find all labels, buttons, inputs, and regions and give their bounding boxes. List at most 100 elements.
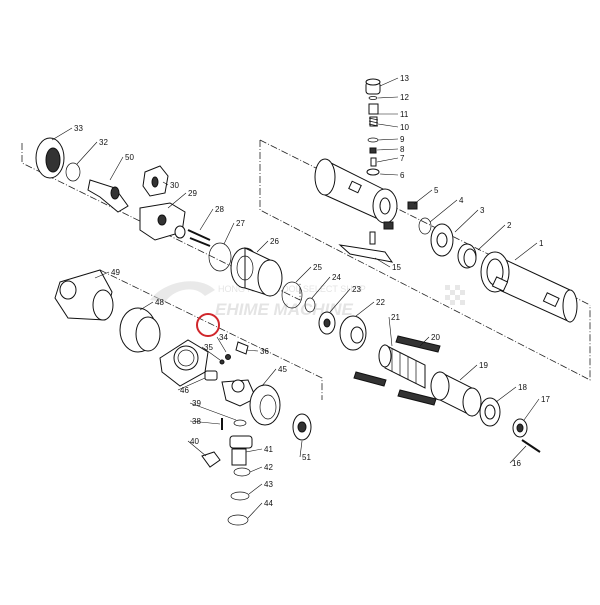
- part-label-34: 34: [219, 333, 228, 342]
- watermark: HONG KONG TOOL SELECT SHOP EHIME MACHINE: [150, 281, 465, 319]
- frame-lower-left: [99, 269, 323, 400]
- part-ring-48: [119, 307, 161, 353]
- leader-line-25: [295, 266, 312, 283]
- part-label-5: 5: [434, 186, 439, 195]
- leader-line-9: [377, 138, 399, 141]
- leader-line-38: [189, 420, 221, 425]
- part-bearing-51: [292, 413, 312, 441]
- leader-line-40: [187, 440, 207, 457]
- part-sleeve-19: [430, 371, 482, 417]
- leader-line-15: [374, 257, 391, 268]
- part-label-40: 40: [190, 437, 199, 446]
- part-label-6: 6: [400, 171, 405, 180]
- leader-line-32: [76, 141, 98, 165]
- watermark-swoosh-icon: [150, 281, 215, 302]
- part-label-21: 21: [391, 313, 400, 322]
- part-label-7: 7: [400, 154, 405, 163]
- part-label-15: 15: [392, 263, 401, 272]
- highlight-circle: [196, 313, 220, 337]
- part-label-8: 8: [400, 145, 405, 154]
- leader-line-7: [376, 157, 399, 163]
- part-label-32: 32: [99, 138, 108, 147]
- leader-line-20: [419, 336, 430, 347]
- leader-line-10: [377, 123, 399, 128]
- part-o-ring-25: [281, 281, 303, 309]
- leader-line-27: [223, 222, 235, 245]
- part-bearing-17: [512, 418, 528, 438]
- leader-line-29: [167, 192, 187, 209]
- part-cylinder: [314, 158, 398, 224]
- frame-right-top: [259, 139, 591, 306]
- part-label-18: 18: [518, 383, 527, 392]
- part-lever: [338, 231, 394, 263]
- part-pin-16: [521, 439, 541, 453]
- part-boot-49: [54, 269, 114, 321]
- part-housing: [480, 251, 578, 323]
- leader-line-43: [248, 483, 263, 495]
- part-rear-plate: [430, 223, 454, 257]
- part-label-24: 24: [332, 273, 341, 282]
- part-label-48: 48: [155, 298, 164, 307]
- part-rotor: [353, 335, 441, 406]
- part-label-30: 30: [170, 181, 179, 190]
- part-label-28: 28: [215, 205, 224, 214]
- part-label-46: 46: [180, 386, 189, 395]
- labels: 1234567891011121315161718192021222324252…: [74, 74, 550, 508]
- leader-line-23: [329, 288, 351, 313]
- part-label-50: 50: [125, 153, 134, 162]
- part-label-12: 12: [400, 93, 409, 102]
- part-label-3: 3: [480, 206, 485, 215]
- part-label-41: 41: [264, 445, 273, 454]
- watermark-line2: EHIME MACHINE: [215, 300, 354, 319]
- part-o-ring-4: [418, 217, 432, 235]
- part-label-4: 4: [459, 196, 464, 205]
- part-label-16: 16: [512, 459, 521, 468]
- leaders: [51, 77, 540, 519]
- leader-line-12: [377, 96, 399, 99]
- leader-line-4: [429, 199, 458, 223]
- part-ratchet-head-47: [159, 339, 209, 387]
- part-label-49: 49: [111, 268, 120, 277]
- part-lower-stack: [201, 418, 253, 526]
- leader-line-44: [247, 502, 263, 519]
- leader-line-8: [376, 148, 399, 151]
- part-bushing-30: [142, 165, 169, 197]
- frame-right: [259, 140, 591, 381]
- part-o-ring-32: [65, 162, 81, 182]
- part-label-45: 45: [278, 365, 287, 374]
- part-label-43: 43: [264, 480, 273, 489]
- watermark-line1: HONG KONG TOOL SELECT SHOP: [218, 284, 366, 294]
- part-bearing-22: [339, 315, 367, 351]
- part-label-36: 36: [260, 347, 269, 356]
- leader-line-2: [477, 224, 506, 251]
- leader-line-19: [459, 364, 478, 381]
- leader-line-34: [216, 336, 227, 353]
- leader-line-3: [454, 209, 479, 233]
- part-label-23: 23: [352, 285, 361, 294]
- part-detent: [219, 341, 249, 365]
- leader-line-49: [94, 271, 110, 279]
- leader-line-16: [509, 445, 527, 464]
- leader-line-24: [311, 276, 331, 299]
- leader-line-50: [109, 156, 124, 181]
- part-pawl-46: [204, 370, 218, 381]
- part-label-29: 29: [188, 189, 197, 198]
- leader-line-42: [249, 466, 263, 473]
- part-label-44: 44: [264, 499, 273, 508]
- part-label-11: 11: [400, 110, 409, 119]
- part-pins-28: [187, 229, 211, 247]
- part-label-10: 10: [400, 123, 409, 132]
- leader-line-30: [162, 181, 169, 186]
- part-bearing-23: [318, 311, 336, 335]
- leader-line-22: [355, 301, 375, 317]
- part-label-38: 38: [192, 417, 201, 426]
- leader-line-6: [379, 173, 399, 176]
- part-vanes-small: [383, 201, 418, 230]
- leader-line-5: [413, 189, 433, 205]
- part-label-1: 1: [539, 239, 544, 248]
- leader-line-17: [523, 398, 540, 421]
- part-label-9: 9: [400, 135, 405, 144]
- leader-line-46: [177, 377, 206, 391]
- leader-line-13: [379, 77, 399, 87]
